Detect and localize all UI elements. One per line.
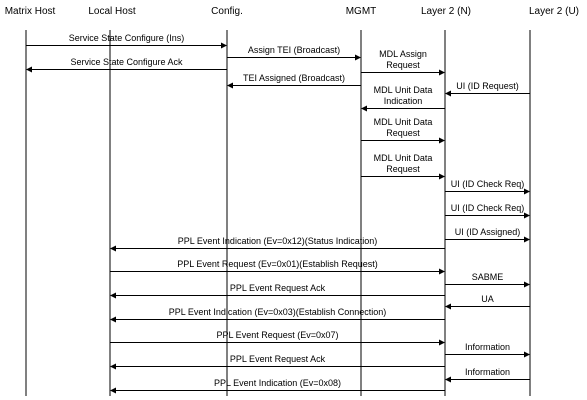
message-label: MDL Unit Data Request <box>373 153 433 174</box>
message-arrow <box>110 339 445 346</box>
lifeline-header-local: Local Host <box>88 6 136 17</box>
arrowhead-icon <box>110 245 116 252</box>
lifeline-header-config: Config. <box>211 6 243 17</box>
message-label: Information <box>464 342 511 352</box>
arrowhead-icon <box>445 376 451 383</box>
message-label: PPL Event Indication (Ev=0x03)(Establish… <box>168 307 387 317</box>
message-arrow <box>445 188 530 195</box>
message-label: PPL Event Request (Ev=0x07) <box>216 330 339 340</box>
message-arrow <box>361 137 445 144</box>
message-label: MDL Unit Data Request <box>373 117 433 138</box>
message-label: UI (ID Check Req) <box>450 203 525 213</box>
message-label: PPL Event Request Ack <box>229 354 326 364</box>
arrowhead-icon <box>445 90 451 97</box>
message-label: Information <box>464 367 511 377</box>
arrowhead-icon <box>221 42 227 49</box>
message-label: UI (ID Assigned) <box>454 227 521 237</box>
message-arrow <box>445 376 530 383</box>
arrowhead-icon <box>227 82 233 89</box>
message-arrow <box>110 245 445 252</box>
arrowhead-icon <box>524 351 530 358</box>
message-label: UI (ID Request) <box>456 81 519 91</box>
message-label: UI (ID Check Req) <box>450 179 525 189</box>
message-arrow <box>445 90 530 97</box>
arrowhead-icon <box>110 316 116 323</box>
message-label: Assign TEI (Broadcast) <box>247 45 341 55</box>
message-arrow <box>110 292 445 299</box>
message-arrow <box>26 42 227 49</box>
message-arrow <box>110 316 445 323</box>
message-arrow <box>110 268 445 275</box>
message-arrow <box>361 69 445 76</box>
message-label: PPL Event Request Ack <box>229 283 326 293</box>
arrowhead-icon <box>439 173 445 180</box>
message-arrow <box>445 212 530 219</box>
arrowhead-icon <box>445 303 451 310</box>
message-label: PPL Event Indication (Ev=0x08) <box>214 378 341 388</box>
message-arrow <box>445 281 530 288</box>
message-arrow <box>445 303 530 310</box>
arrowhead-icon <box>361 105 367 112</box>
arrowhead-icon <box>524 236 530 243</box>
arrowhead-icon <box>110 387 116 394</box>
lifeline-header-l2u: Layer 2 (U) <box>528 6 580 17</box>
message-arrow <box>110 363 445 370</box>
message-label: MDL Assign Request <box>379 49 427 70</box>
lifeline-header-matrix: Matrix Host <box>4 6 56 17</box>
arrowhead-icon <box>110 292 116 299</box>
message-arrow <box>110 387 445 394</box>
arrowhead-icon <box>524 281 530 288</box>
message-arrow <box>227 54 361 61</box>
message-label: PPL Event Request (Ev=0x01)(Establish Re… <box>177 259 378 269</box>
message-arrow <box>361 173 445 180</box>
message-label: MDL Unit Data Indication <box>373 85 433 106</box>
message-label: SABME <box>471 272 504 282</box>
arrowhead-icon <box>439 268 445 275</box>
message-label: UA <box>481 294 494 304</box>
arrowhead-icon <box>439 339 445 346</box>
message-label: Service State Configure Ack <box>70 57 183 67</box>
arrowhead-icon <box>355 54 361 61</box>
message-arrow <box>361 105 445 112</box>
arrowhead-icon <box>439 69 445 76</box>
arrowhead-icon <box>524 212 530 219</box>
arrowhead-icon <box>439 137 445 144</box>
lifeline-header-l2n: Layer 2 (N) <box>420 6 472 17</box>
message-arrow <box>26 66 227 73</box>
arrowhead-icon <box>110 363 116 370</box>
message-arrow <box>445 236 530 243</box>
message-arrow <box>227 82 361 89</box>
lifeline-header-mgmt: MGMT <box>345 6 377 17</box>
message-arrow <box>445 351 530 358</box>
message-label: PPL Event Indication (Ev=0x12)(Status In… <box>177 236 378 246</box>
arrowhead-icon <box>524 188 530 195</box>
arrowhead-icon <box>26 66 32 73</box>
message-label: TEI Assigned (Broadcast) <box>242 73 346 83</box>
message-label: Service State Configure (Ins) <box>68 33 185 43</box>
